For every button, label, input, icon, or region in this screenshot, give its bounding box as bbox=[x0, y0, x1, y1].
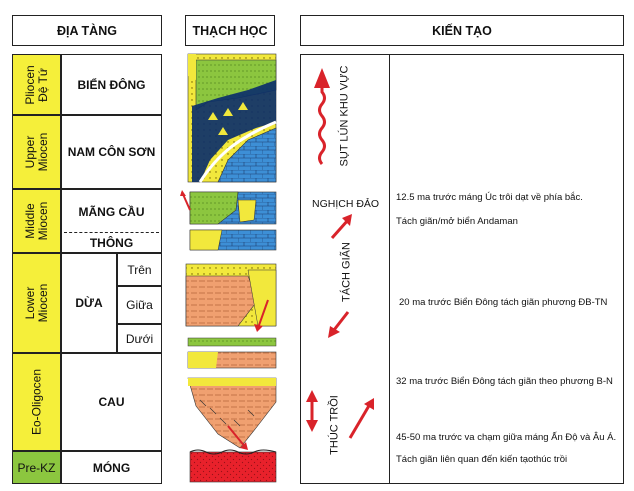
formation-dua-duoi: Dưới bbox=[117, 324, 162, 353]
epoch-middle-miocen: Middle Miocen bbox=[12, 189, 61, 253]
formation-nam-con-son: NAM CÔN SƠN bbox=[61, 115, 162, 189]
tectonics-events-box bbox=[389, 54, 624, 484]
event-32-ma: 32 ma trước Biển Đông tách giãn theo phư… bbox=[396, 376, 613, 387]
epoch-pliocen-label: Pliocen Đệ Tứ bbox=[22, 64, 50, 105]
formation-mong: MÓNG bbox=[61, 451, 162, 484]
event-45-50-ma: 45-50 ma trước va chạm giữa máng Ấn Độ v… bbox=[396, 432, 617, 443]
tectonic-arrows bbox=[306, 68, 374, 439]
litho-fault-arrow-2 bbox=[257, 299, 269, 329]
epoch-middle-miocen-label: Middle Miocen bbox=[22, 201, 50, 241]
phase-subduction-label: THÚC TRỒI bbox=[328, 395, 341, 455]
litho-basement-block bbox=[189, 449, 277, 483]
header-stratigraphy: ĐỊA TÀNG bbox=[12, 15, 162, 46]
formation-bien-dong: BIỂN ĐÔNG bbox=[61, 54, 162, 115]
phase-subsidence-label: SỤT LÚN KHU VỰC bbox=[338, 65, 351, 167]
event-12-5-ma: 12.5 ma trước máng Úc trôi dạt về phía b… bbox=[396, 192, 583, 203]
rifting-arrow-lower bbox=[332, 311, 350, 331]
lithology-column bbox=[180, 53, 277, 483]
litho-lower-block bbox=[185, 263, 277, 369]
header-tectonics: KIẾN TẠO bbox=[300, 15, 624, 46]
phase-inversion-label: NGHỊCH ĐẢO bbox=[312, 198, 380, 210]
epoch-pre-kz: Pre-KZ bbox=[12, 451, 61, 484]
event-thrust-rifting: Tách giãn liên quan đến kiến tạothúc trồ… bbox=[396, 454, 568, 465]
thong-dashed-divider bbox=[64, 232, 159, 233]
formation-thong: THÔNG bbox=[89, 236, 134, 250]
epoch-upper-miocen: Upper Miocen bbox=[12, 115, 61, 189]
subsidence-arrow bbox=[318, 84, 326, 165]
epoch-pliocen: Pliocen Đệ Tứ bbox=[12, 54, 61, 115]
formation-mang-cau: MÃNG CẦU bbox=[61, 189, 162, 253]
rifting-arrow-upper bbox=[330, 219, 350, 239]
litho-top-block bbox=[187, 53, 277, 183]
epoch-upper-miocen-label: Upper Miocen bbox=[22, 132, 50, 172]
litho-middle-block bbox=[189, 191, 277, 251]
thrust-arrow-right bbox=[348, 403, 372, 439]
epoch-pre-kz-label: Pre-KZ bbox=[17, 460, 56, 475]
formation-dua-tren: Trên bbox=[117, 253, 162, 286]
litho-fault-arrow-3 bbox=[227, 425, 247, 449]
phase-rifting-label: TÁCH GIÃN bbox=[340, 242, 353, 302]
formation-dua: DỪA bbox=[61, 253, 117, 353]
event-andaman: Tách giãn/mở biển Andaman bbox=[396, 216, 518, 227]
epoch-lower-miocen-label: Lower Miocen bbox=[22, 283, 50, 323]
epoch-eo-oligocen-label: Eo-Oligocen bbox=[29, 368, 43, 436]
event-20-ma: 20 ma trước Biển Đông tách giãn phương Đ… bbox=[399, 297, 608, 308]
epoch-lower-miocen: Lower Miocen bbox=[12, 253, 61, 353]
formation-dua-giua: Giữa bbox=[117, 286, 162, 324]
litho-eo-oligocen-block bbox=[187, 377, 277, 449]
header-lithology: THẠCH HỌC bbox=[185, 15, 275, 46]
formation-cau: CAU bbox=[61, 353, 162, 451]
epoch-eo-oligocen: Eo-Oligocen bbox=[12, 353, 61, 451]
